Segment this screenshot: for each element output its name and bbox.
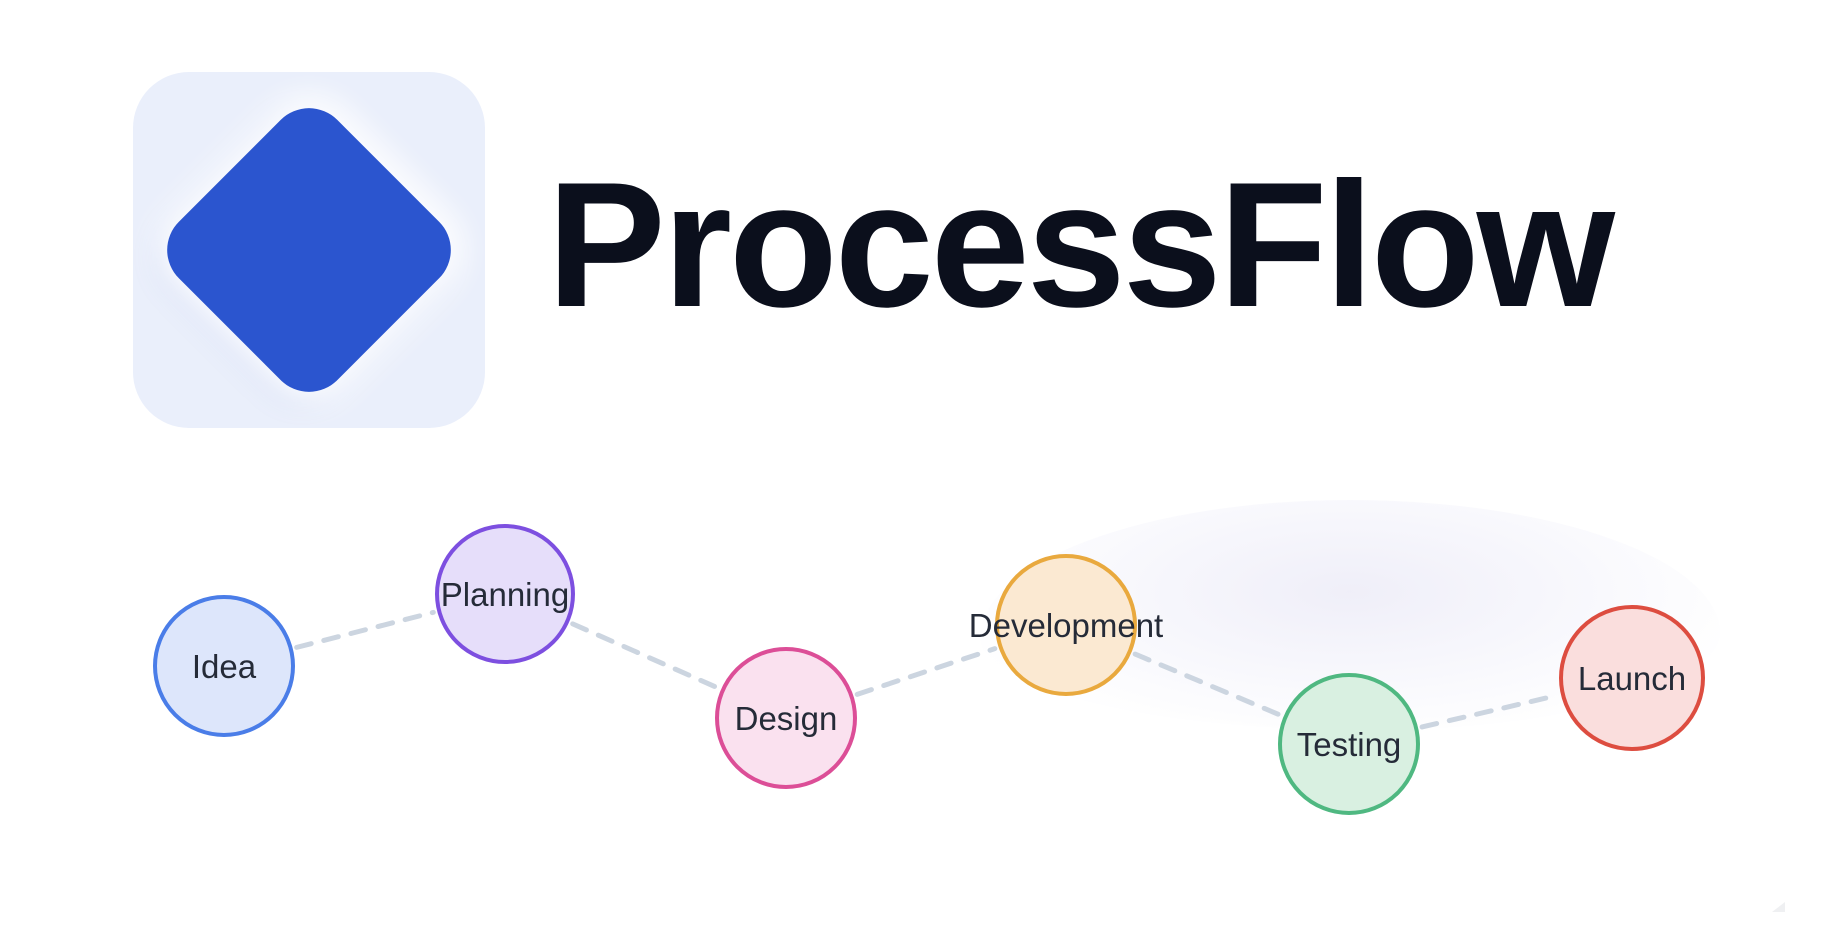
flow-node-label: Development — [968, 606, 1164, 644]
flow-node-label: Idea — [191, 647, 257, 685]
flow-node-label: Design — [734, 699, 838, 737]
flow-connector-development-to-testing — [1132, 651, 1283, 718]
flow-node-development[interactable]: Development — [969, 554, 1163, 696]
flow-node-testing[interactable]: Testing — [1278, 673, 1420, 815]
flow-connector-design-to-development — [854, 646, 998, 697]
resize-handle[interactable] — [1772, 900, 1786, 912]
diamond-icon — [150, 91, 468, 409]
page-title: ProcessFlow — [547, 145, 1615, 344]
flow-node-launch[interactable]: Launch — [1559, 605, 1705, 751]
flow-connector-testing-to-launch — [1419, 692, 1560, 730]
logo-card — [133, 72, 485, 428]
flow-node-label: Testing — [1296, 725, 1402, 763]
flow-node-label: Planning — [440, 575, 570, 613]
diamond-shape — [150, 91, 468, 409]
flow-connector-idea-to-planning — [294, 609, 436, 650]
flow-node-label: Launch — [1577, 659, 1687, 697]
flow-node-design[interactable]: Design — [715, 647, 857, 789]
brand-header: ProcessFlow — [133, 72, 1615, 428]
flow-node-idea[interactable]: Idea — [153, 595, 295, 737]
flow-connector-planning-to-design — [570, 621, 720, 691]
flow-node-planning[interactable]: Planning — [435, 524, 575, 664]
